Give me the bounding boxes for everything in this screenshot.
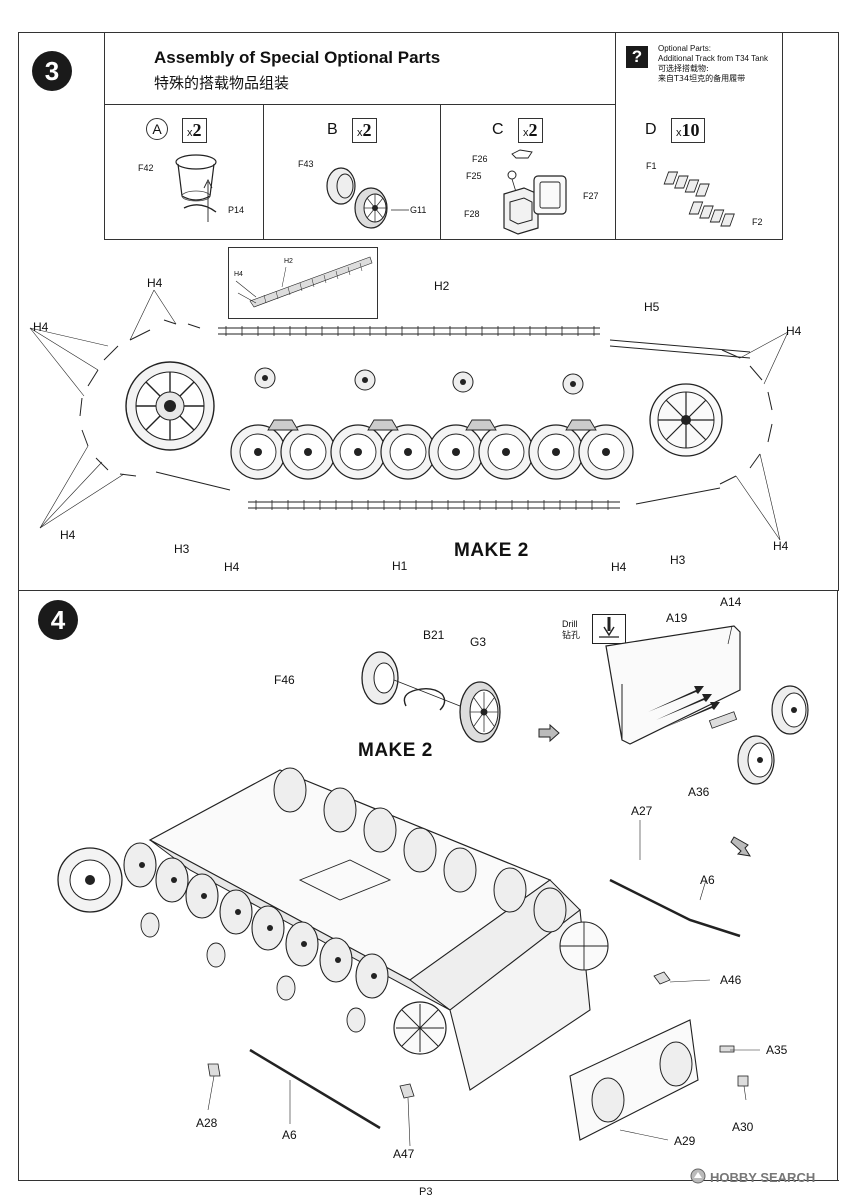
label-g11: G11 bbox=[410, 205, 427, 215]
hobby-search-logo-icon bbox=[690, 1168, 706, 1184]
step-number-3: 3 bbox=[32, 51, 72, 91]
label-a27: A27 bbox=[631, 804, 653, 818]
label-a6-left: A6 bbox=[282, 1128, 297, 1142]
page-number: P3 bbox=[419, 1186, 433, 1198]
option-b-qty: x2 bbox=[352, 118, 377, 143]
label-h4-right-bottom: H4 bbox=[773, 539, 789, 553]
label-a6-right: A6 bbox=[700, 873, 715, 887]
sprocket bbox=[125, 361, 215, 451]
label-h4-bottom-left: H4 bbox=[60, 528, 76, 542]
hull-assembly-drawing bbox=[57, 767, 760, 1147]
drill-label-cn: 钻孔 bbox=[562, 631, 581, 641]
label-a14: A14 bbox=[720, 595, 742, 609]
option-a-letter: A bbox=[146, 118, 168, 140]
label-h4-right-top: H4 bbox=[786, 324, 802, 338]
label-b21: B21 bbox=[423, 628, 445, 642]
label-h4-left: H4 bbox=[33, 320, 49, 334]
option-cell-b bbox=[264, 104, 441, 240]
label-f27: F27 bbox=[583, 191, 599, 201]
label-g3: G3 bbox=[470, 635, 487, 649]
step3-parts-box bbox=[104, 32, 783, 240]
label-h4-top: H4 bbox=[147, 276, 163, 290]
inset-track-drawing bbox=[235, 256, 373, 308]
inset-label-h4: H4 bbox=[234, 271, 243, 278]
option-d-qty: x10 bbox=[671, 118, 705, 143]
wheel-subassembly-drawing bbox=[361, 651, 501, 743]
side-panel-subassembly-drawing bbox=[605, 625, 809, 785]
make-2-step3: MAKE 2 bbox=[454, 540, 529, 561]
option-b-letter: B bbox=[327, 121, 338, 138]
step4-left-border bbox=[18, 590, 19, 1180]
label-a19: A19 bbox=[666, 611, 688, 625]
part-track-d-drawing bbox=[663, 171, 735, 227]
step3-title: Assembly of Special Optional Parts bbox=[154, 48, 441, 67]
step3-title-divider bbox=[104, 104, 616, 105]
label-a35: A35 bbox=[766, 1043, 788, 1057]
label-f42: F42 bbox=[138, 163, 154, 173]
label-f46: F46 bbox=[274, 673, 295, 687]
question-icon: ? bbox=[626, 46, 648, 68]
option-cell-c bbox=[441, 104, 616, 240]
note-line-1: Optional Parts: bbox=[658, 44, 711, 53]
part-f42-drawing bbox=[175, 154, 217, 222]
step-number-4: 4 bbox=[38, 600, 78, 640]
label-f1: F1 bbox=[646, 161, 657, 171]
label-a28: A28 bbox=[196, 1116, 218, 1130]
label-f25: F25 bbox=[466, 171, 482, 181]
label-f43: F43 bbox=[298, 159, 314, 169]
step-divider bbox=[18, 590, 839, 591]
step3-title-cn: 特殊的搭载物品组装 bbox=[154, 74, 290, 92]
make-2-step4: MAKE 2 bbox=[358, 740, 433, 761]
note-line-3: 可选择搭载物: bbox=[658, 64, 709, 73]
option-c-qty: x2 bbox=[518, 118, 543, 143]
track-detail-inset bbox=[228, 247, 378, 319]
label-f2: F2 bbox=[752, 217, 763, 227]
option-c-letter: C bbox=[492, 121, 504, 138]
label-h5: H5 bbox=[644, 300, 660, 314]
step4-right-border bbox=[837, 590, 838, 1180]
drill-icon bbox=[592, 614, 626, 644]
label-a30: A30 bbox=[732, 1120, 754, 1134]
arrow-down-icon bbox=[730, 836, 752, 857]
arrow-right-icon bbox=[538, 723, 560, 743]
label-f26: F26 bbox=[472, 154, 488, 164]
inset-label-h2: H2 bbox=[284, 258, 293, 265]
label-h1: H1 bbox=[392, 559, 408, 573]
label-f28: F28 bbox=[464, 209, 480, 219]
option-d-letter: D bbox=[645, 121, 657, 138]
part-wheel-b-drawing bbox=[326, 167, 409, 229]
part-c-drawing bbox=[503, 149, 567, 235]
label-p14: P14 bbox=[228, 205, 245, 215]
label-a47: A47 bbox=[393, 1147, 415, 1161]
track-assembly-drawing bbox=[29, 289, 789, 541]
drill-label: Drill bbox=[562, 619, 578, 629]
option-cell-a bbox=[104, 104, 264, 240]
label-a46: A46 bbox=[720, 973, 742, 987]
label-h4-bottom-mid: H4 bbox=[224, 560, 240, 574]
watermark: HOBBY SEARCH bbox=[710, 1170, 816, 1185]
label-h2: H2 bbox=[434, 279, 450, 293]
note-line-2: Additional Track from T34 Tank bbox=[658, 54, 768, 63]
label-a36: A36 bbox=[688, 785, 710, 799]
option-a-qty: x2 bbox=[182, 118, 207, 143]
label-h3-left: H3 bbox=[174, 542, 190, 556]
label-h4-bottom-right: H4 bbox=[611, 560, 627, 574]
step4-bottom-border bbox=[18, 1180, 839, 1181]
note-line-4: 来自T34坦克的备用履带 bbox=[658, 74, 746, 83]
optional-parts-note: Optional Parts: Additional Track from T3… bbox=[658, 44, 768, 84]
label-h3-right: H3 bbox=[670, 553, 686, 567]
label-a29: A29 bbox=[674, 1134, 696, 1148]
